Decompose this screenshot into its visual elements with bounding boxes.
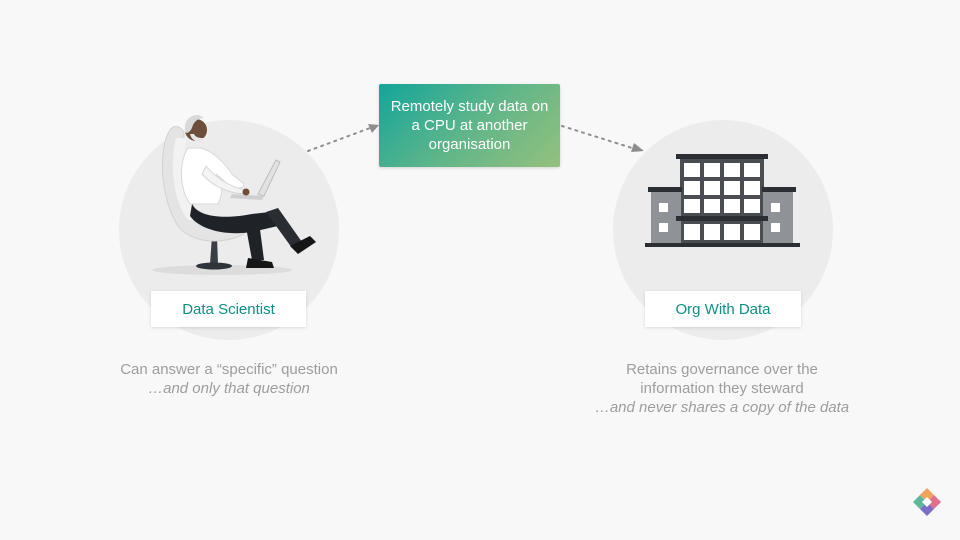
- org-description-italic: …and never shares a copy of the data: [594, 399, 850, 416]
- chair-foot: [196, 262, 232, 270]
- hand: [242, 188, 250, 196]
- arrow-right-head-icon: [631, 143, 644, 152]
- arrow-box-to-right: [561, 125, 633, 149]
- ground-line: [645, 243, 800, 247]
- data-scientist-label: Data Scientist: [182, 300, 275, 318]
- logo-center: [922, 497, 932, 507]
- shoe-back: [246, 258, 274, 268]
- laptop-base: [230, 194, 264, 200]
- org-with-data-label-card: Org With Data: [645, 291, 801, 327]
- shoe-front: [290, 236, 316, 254]
- lower-leg-front: [266, 208, 302, 248]
- chair-stem: [210, 236, 218, 264]
- roof-top: [676, 154, 768, 159]
- floor-band: [676, 216, 768, 221]
- org-with-data-label: Org With Data: [675, 300, 771, 318]
- wing-right-window-2: [771, 223, 780, 232]
- wing-left-window-2: [659, 223, 668, 232]
- remote-study-text: Remotely study data on a CPU at another …: [390, 98, 549, 153]
- openmined-logo-icon: [913, 488, 941, 516]
- arrow-left-head-icon: [368, 124, 379, 133]
- wing-right-roof: [762, 187, 796, 192]
- beard: [190, 134, 204, 142]
- logo-left: [913, 495, 927, 509]
- wing-left-roof: [648, 187, 682, 192]
- data-scientist-description-italic: …and only that question: [148, 380, 310, 397]
- remote-study-box: Remotely study data on a CPU at another …: [379, 84, 560, 167]
- hair: [185, 115, 204, 133]
- org-description-line-2: information they steward: [640, 380, 804, 397]
- wing-right-window-1: [771, 203, 780, 212]
- data-scientist-description: Can answer a “specific” question …and on…: [89, 360, 369, 398]
- lower-leg-back: [244, 214, 264, 260]
- data-scientist-illustration: [152, 115, 316, 275]
- laptop-screen: [257, 159, 281, 197]
- wing-left-window-1: [659, 203, 668, 212]
- org-description: Retains governance over the information …: [572, 360, 872, 417]
- data-scientist-description-line: Can answer a “specific” question: [120, 361, 338, 378]
- tower-windows: [684, 163, 760, 240]
- org-description-line-1: Retains governance over the: [626, 361, 818, 378]
- data-scientist-label-card: Data Scientist: [151, 291, 306, 327]
- building-illustration: [645, 154, 800, 247]
